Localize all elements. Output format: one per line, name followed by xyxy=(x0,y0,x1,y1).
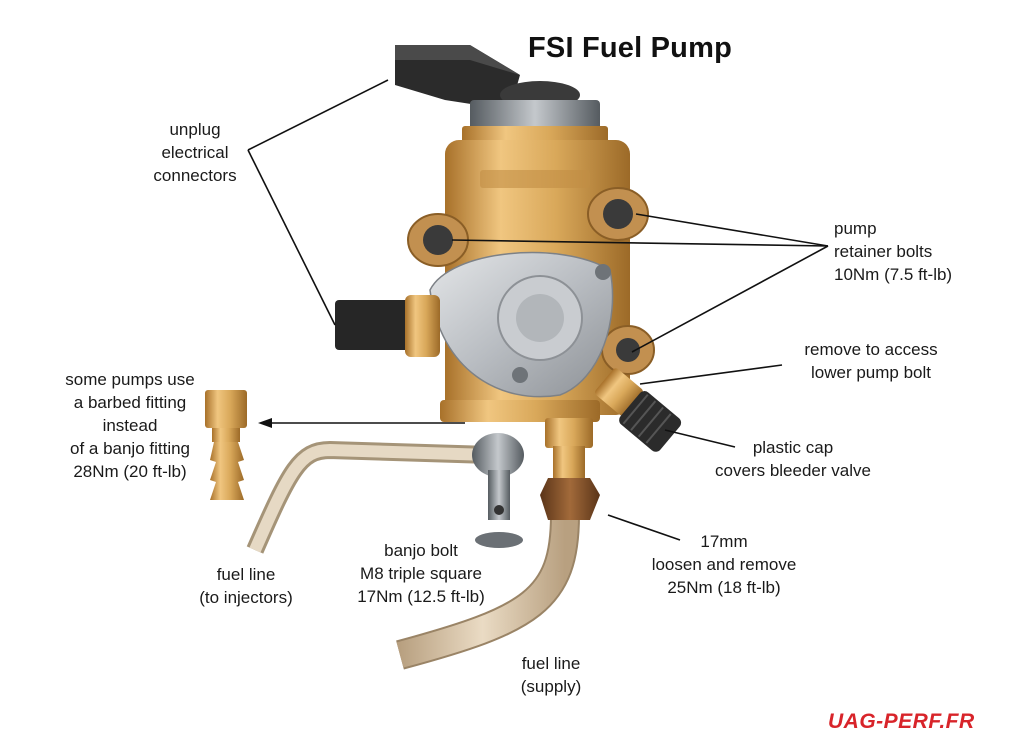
label-retainer-bolts: pump retainer bolts 10Nm (7.5 ft-lb) xyxy=(834,219,953,284)
label-17mm-nut: 17mm loosen and remove 25Nm (18 ft-lb) xyxy=(651,532,797,597)
label-fuel-line-injectors: fuel line (to injectors) xyxy=(199,565,293,607)
arrowhead xyxy=(258,418,272,428)
leader-lines xyxy=(247,79,829,541)
aluminium-housing xyxy=(429,251,614,398)
bleeder-valve xyxy=(595,368,682,452)
label-plastic-cap: plastic cap covers bleeder valve xyxy=(715,438,871,480)
pump-top-collar xyxy=(462,100,608,144)
fuel-line-injectors xyxy=(246,440,491,554)
barbed-fitting xyxy=(205,390,247,500)
banjo-fitting xyxy=(472,433,524,548)
label-banjo-bolt: banjo bolt M8 triple square 17Nm (12.5 f… xyxy=(357,541,485,606)
watermark-logo: UAG-PERF.FR xyxy=(828,710,975,733)
retainer-bolt-left xyxy=(407,213,469,267)
fuel-line-supply xyxy=(396,514,580,670)
retainer-bolt-lower xyxy=(601,325,655,375)
diagram-title: FSI Fuel Pump xyxy=(528,32,732,64)
electrical-connector-side xyxy=(335,295,440,357)
label-lower-pump-bolt: remove to access lower pump bolt xyxy=(804,340,938,382)
retainer-bolt-right xyxy=(587,187,649,241)
label-barbed-fitting: some pumps use a barbed fitting instead … xyxy=(65,370,195,481)
label-electrical-connectors: unplug electrical connectors xyxy=(153,120,237,185)
label-fuel-line-supply: fuel line (supply) xyxy=(520,654,582,696)
supply-union xyxy=(540,418,600,520)
